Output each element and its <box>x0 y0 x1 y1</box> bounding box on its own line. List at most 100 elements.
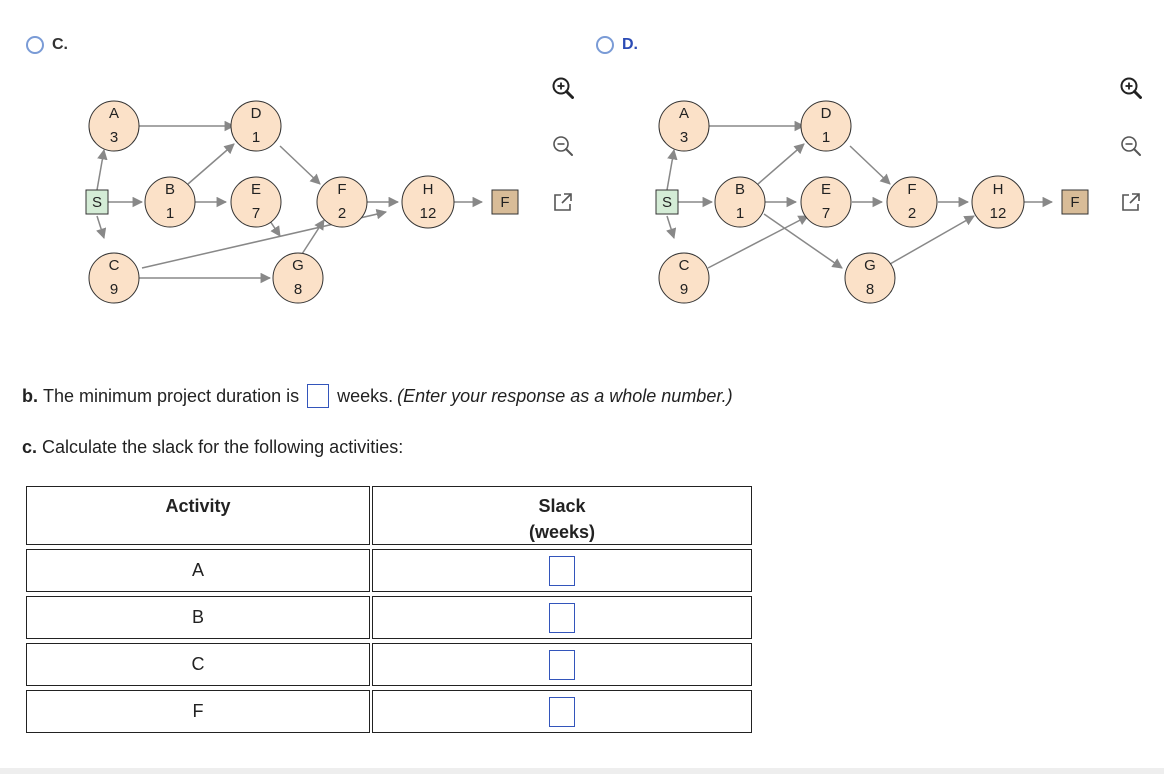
svg-text:7: 7 <box>822 205 830 222</box>
node-d: D 1 <box>230 100 282 152</box>
svg-text:G: G <box>864 257 876 274</box>
network-diagram-d: S F A 3 B 1 C 9 D 1 E 7 <box>640 88 1110 310</box>
node-d: D 1 <box>800 100 852 152</box>
svg-text:2: 2 <box>338 205 346 222</box>
option-c-radio[interactable] <box>26 36 44 54</box>
svg-text:H: H <box>993 181 1004 198</box>
activity-cell: B <box>26 596 370 639</box>
slack-cell <box>372 643 752 686</box>
edge-d-f <box>279 145 321 185</box>
svg-text:E: E <box>251 181 261 198</box>
node-h: H 12 <box>971 175 1025 229</box>
svg-text:S: S <box>92 194 102 211</box>
question-b-hint: (Enter your response as a whole number.) <box>397 385 733 406</box>
svg-text:9: 9 <box>110 281 118 298</box>
edge-b-d <box>187 143 235 185</box>
slack-input-b[interactable] <box>549 602 575 633</box>
svg-text:H: H <box>423 181 434 198</box>
bottom-bar <box>0 768 1164 774</box>
node-f: F 2 <box>316 176 368 228</box>
svg-text:F: F <box>337 181 346 198</box>
edge-d-f <box>849 145 891 185</box>
svg-text:E: E <box>821 181 831 198</box>
slack-input-c[interactable] <box>549 649 575 680</box>
question-b-prefix: The minimum project duration is <box>43 385 300 406</box>
option-d-label: D. <box>622 36 638 53</box>
table-row: B <box>26 596 752 639</box>
edges <box>666 120 1054 269</box>
node-e: E 7 <box>800 176 852 228</box>
edge-s-c <box>96 215 107 240</box>
svg-text:G: G <box>292 257 304 274</box>
option-d[interactable]: D. <box>596 36 638 54</box>
svg-text:12: 12 <box>990 205 1007 222</box>
svg-text:F: F <box>1070 194 1079 211</box>
edge-c-e <box>707 215 809 269</box>
svg-text:D: D <box>821 105 832 122</box>
question-b-number: b. <box>22 385 38 406</box>
node-h: H 12 <box>401 175 455 229</box>
svg-text:B: B <box>165 181 175 198</box>
node-b: B 1 <box>714 176 766 228</box>
slack-input-a[interactable] <box>549 555 575 586</box>
zoom-out-icon[interactable] <box>552 135 574 157</box>
node-a: A 3 <box>88 100 140 152</box>
question-c-text: Calculate the slack for the following ac… <box>42 437 404 457</box>
edge-s-a <box>96 148 108 191</box>
option-c-label: C. <box>52 36 68 53</box>
svg-text:1: 1 <box>166 205 174 222</box>
question-c: c. Calculate the slack for the following… <box>22 437 403 458</box>
option-d-radio[interactable] <box>596 36 614 54</box>
svg-text:3: 3 <box>680 129 688 146</box>
slack-cell <box>372 596 752 639</box>
node-g: G 8 <box>272 252 324 304</box>
slack-column-header: Slack(weeks) <box>372 486 752 545</box>
node-f: F 2 <box>886 176 938 228</box>
slack-input-f[interactable] <box>549 696 575 727</box>
edge-s-a <box>666 148 678 191</box>
table-row: F <box>26 690 752 733</box>
zoom-out-icon[interactable] <box>1120 135 1142 157</box>
svg-text:1: 1 <box>822 129 830 146</box>
slack-cell <box>372 690 752 733</box>
svg-text:9: 9 <box>680 281 688 298</box>
table-header-row: Activity Slack(weeks) <box>26 486 752 545</box>
start-node: S <box>85 189 109 215</box>
node-e: E 7 <box>230 176 282 228</box>
svg-text:F: F <box>500 194 509 211</box>
zoom-in-icon[interactable] <box>1120 77 1142 99</box>
edge-s-c <box>666 215 677 240</box>
slack-cell <box>372 549 752 592</box>
zoom-in-icon[interactable] <box>552 77 574 99</box>
svg-text:B: B <box>735 181 745 198</box>
finish-node: F <box>1061 189 1089 215</box>
project-duration-input[interactable] <box>307 384 330 408</box>
activity-column-header: Activity <box>26 486 370 545</box>
svg-text:F: F <box>907 181 916 198</box>
node-c: C 9 <box>88 252 140 304</box>
svg-text:12: 12 <box>420 205 437 222</box>
svg-text:8: 8 <box>866 281 874 298</box>
start-node: S <box>655 189 679 215</box>
option-c[interactable]: C. <box>26 36 68 54</box>
question-b: b. The minimum project duration is weeks… <box>22 384 733 408</box>
svg-text:2: 2 <box>908 205 916 222</box>
activity-cell: C <box>26 643 370 686</box>
svg-text:1: 1 <box>252 129 260 146</box>
svg-text:D: D <box>251 105 262 122</box>
question-b-suffix: weeks. <box>337 385 394 406</box>
network-diagram-c: S F A 3 B 1 C 9 D 1 E 7 <box>70 88 540 310</box>
node-a: A 3 <box>658 100 710 152</box>
edge-b-g <box>763 213 843 269</box>
node-c: C 9 <box>658 252 710 304</box>
popout-icon[interactable] <box>1120 191 1142 213</box>
activity-cell: A <box>26 549 370 592</box>
svg-text:A: A <box>679 105 689 122</box>
svg-text:A: A <box>109 105 119 122</box>
svg-text:C: C <box>109 257 120 274</box>
svg-text:1: 1 <box>736 205 744 222</box>
popout-icon[interactable] <box>552 191 574 213</box>
question-c-number: c. <box>22 437 38 457</box>
table-row: C <box>26 643 752 686</box>
svg-text:7: 7 <box>252 205 260 222</box>
